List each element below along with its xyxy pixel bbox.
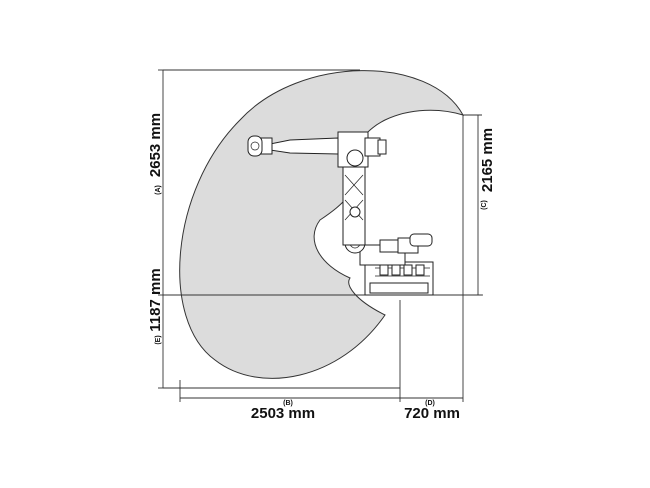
dimension-c-label: (C) 2165 mm [479, 128, 496, 210]
dimension-e-letter: (E) [155, 335, 162, 344]
dimension-a-value: 2653 mm [147, 113, 164, 177]
dimension-b-value: 2503 mm [251, 405, 315, 422]
dimension-a-letter: (A) [155, 185, 162, 195]
dimension-d-letter: (D) [425, 400, 435, 407]
robot-arm-drawing [247, 131, 434, 296]
dimension-c-letter: (C) [481, 200, 488, 210]
dimension-c-value: 2165 mm [479, 128, 496, 192]
dimension-lines [158, 69, 483, 402]
dimension-b-letter: (B) [283, 400, 293, 407]
dimension-d-value: 720 mm [404, 405, 460, 422]
work-envelope-area [179, 70, 465, 379]
dimension-e-value: 1187 mm [147, 268, 164, 331]
dimension-a-label: (A) 2653 mm [147, 113, 164, 195]
dimension-e-label: (E) 1187 mm [147, 268, 164, 344]
